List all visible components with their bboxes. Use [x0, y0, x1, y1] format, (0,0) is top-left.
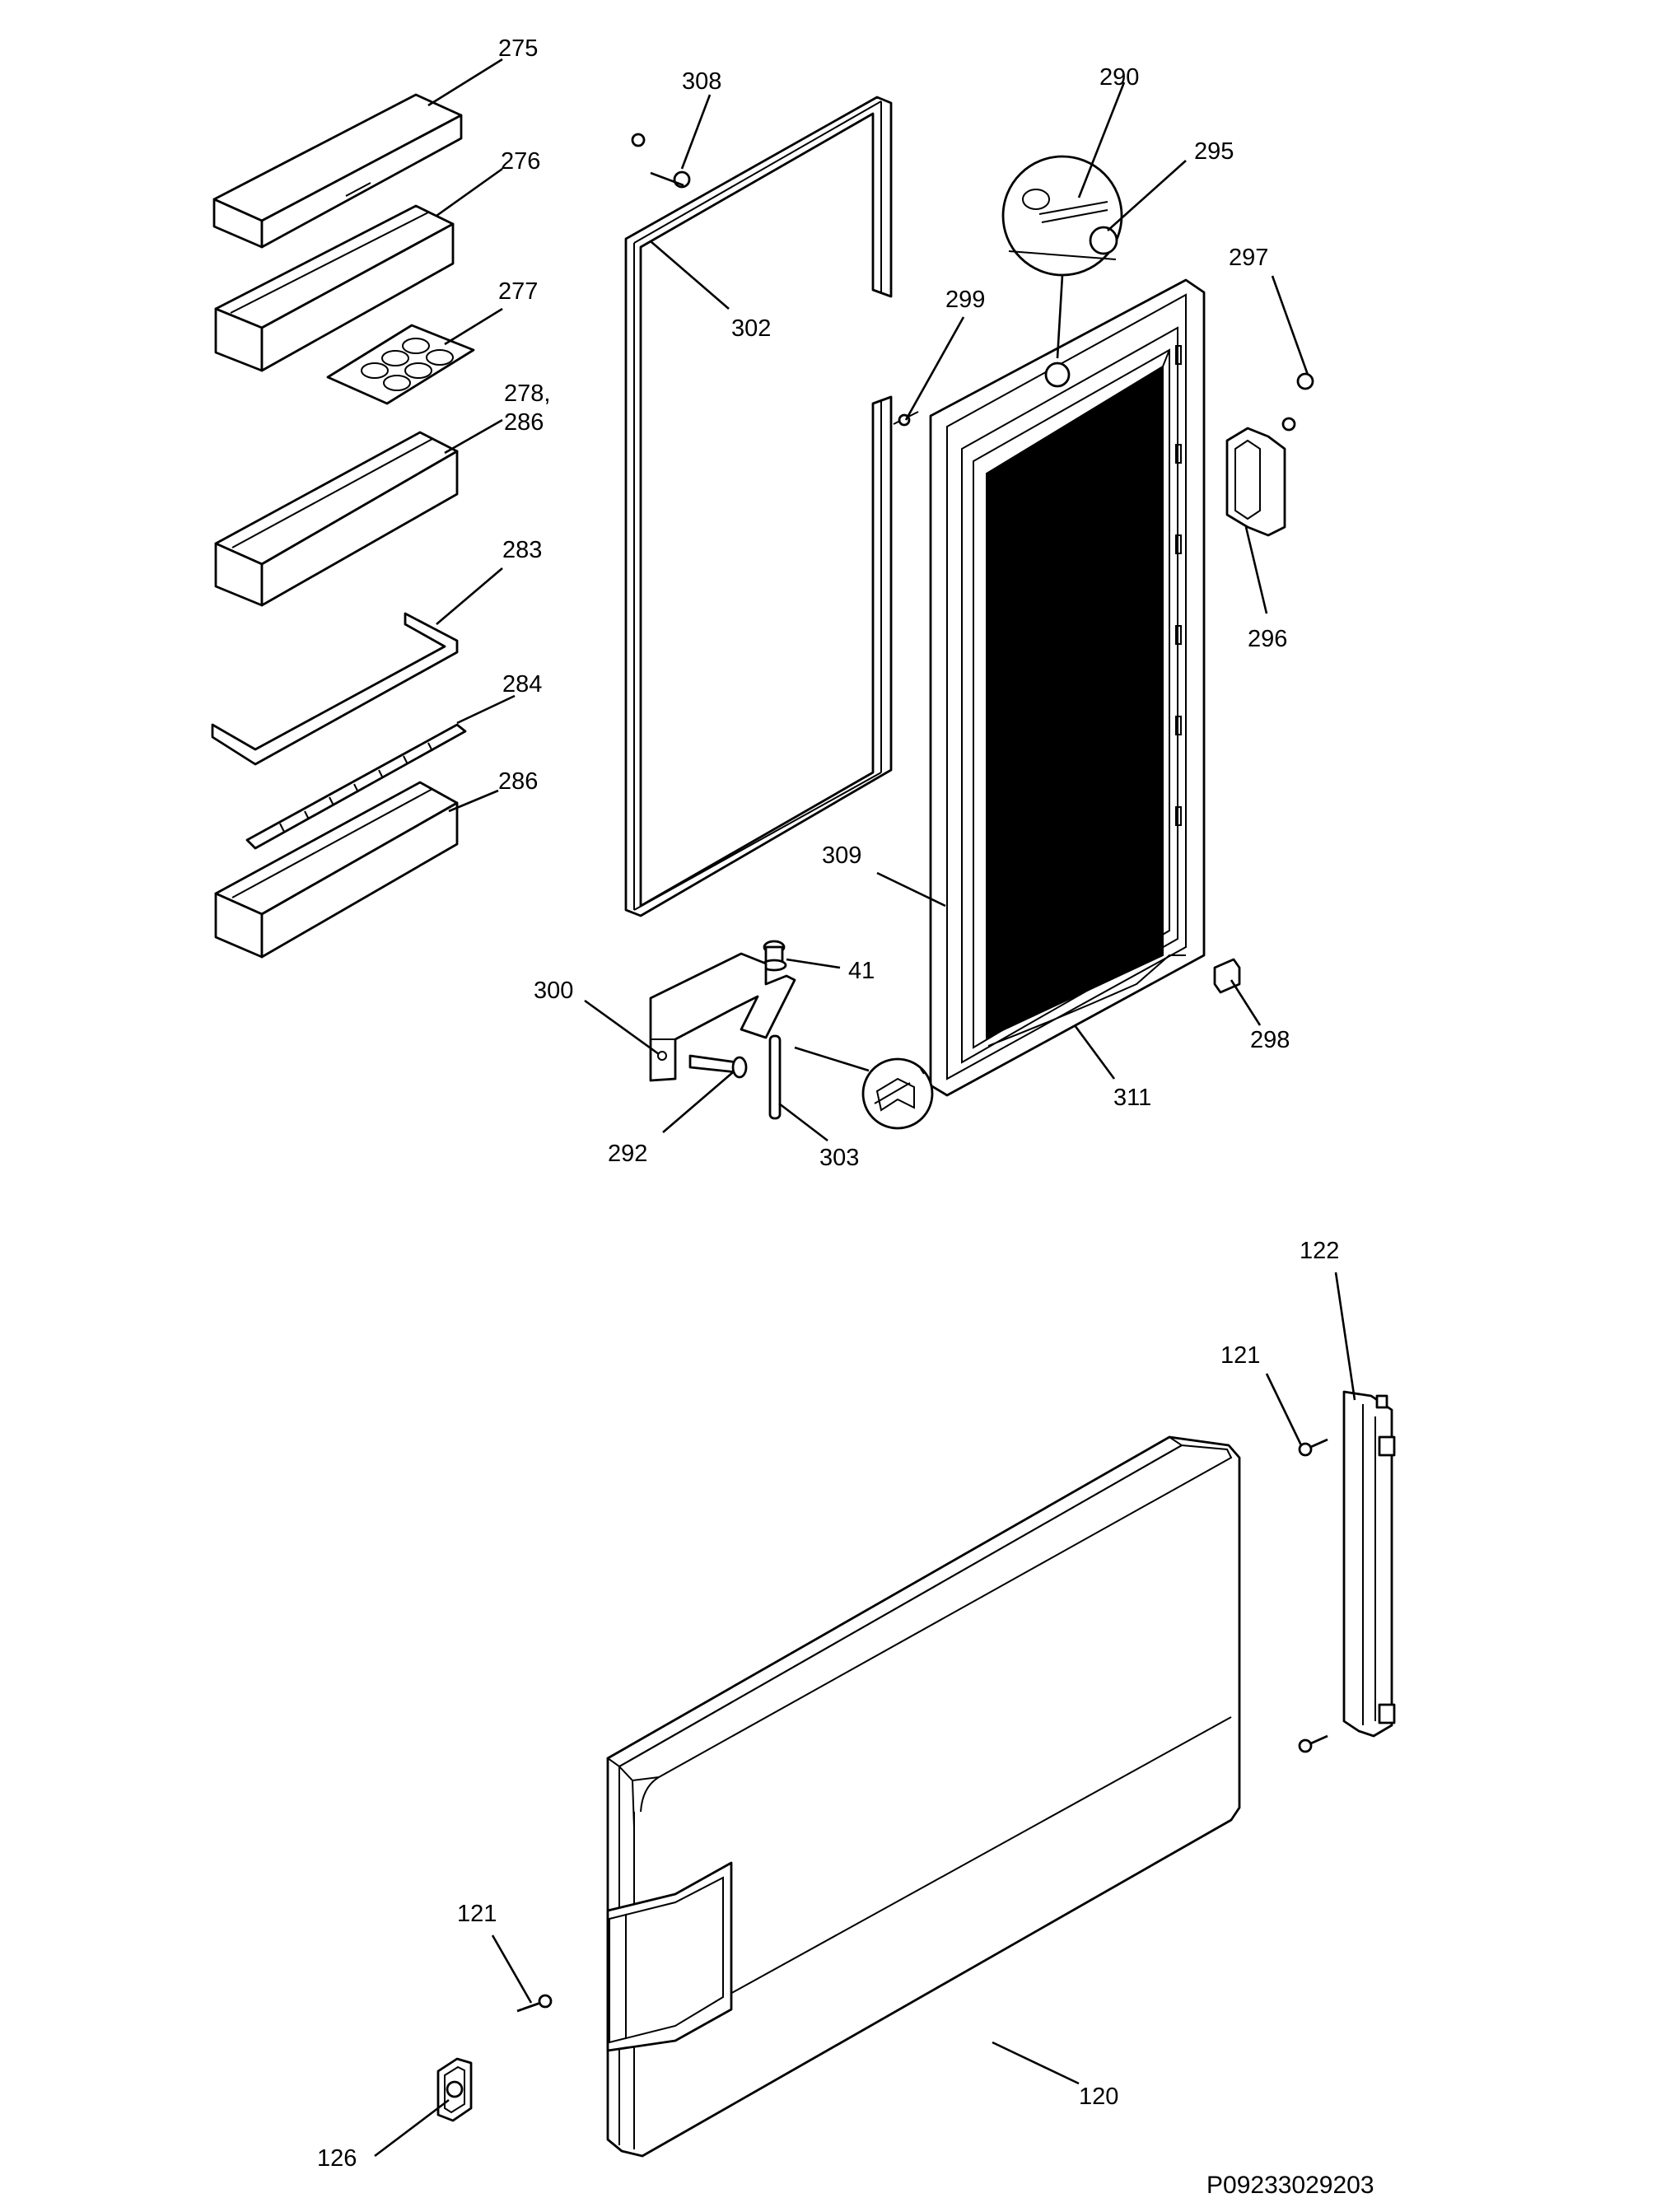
- part-309-upper-door: [929, 278, 1206, 1097]
- part-41-bushing: [761, 940, 787, 972]
- label-276: 276: [501, 148, 540, 175]
- label-121-left: 121: [457, 1901, 497, 1927]
- part-300-hinge: [649, 952, 796, 1082]
- part-284-divider: [245, 723, 467, 850]
- label-121-top: 121: [1220, 1342, 1260, 1369]
- label-126: 126: [317, 2145, 357, 2172]
- label-299: 299: [945, 287, 985, 313]
- part-302-gasket-frame: [624, 96, 893, 917]
- part-labels: 275 276 277 278, 286 283 284 286 308 302…: [317, 35, 1374, 2198]
- part-121-screw-left: [516, 1994, 553, 2013]
- label-290: 290: [1099, 64, 1139, 91]
- label-296: 296: [1248, 626, 1287, 652]
- label-278: 278,: [504, 380, 550, 407]
- part-121-screw-right-bottom: [1298, 1734, 1328, 1753]
- label-122: 122: [1300, 1238, 1339, 1264]
- part-121-screw-right-top: [1298, 1438, 1328, 1457]
- label-283: 283: [502, 537, 542, 563]
- label-277: 277: [498, 278, 538, 305]
- detail-303-callout: [861, 1057, 934, 1130]
- label-278-286: 286: [504, 409, 544, 436]
- label-303: 303: [819, 1145, 859, 1171]
- label-286: 286: [498, 768, 538, 795]
- part-296-door-handle: [1225, 427, 1286, 537]
- part-297-screw: [1281, 372, 1314, 432]
- part-120-lower-door: [606, 1435, 1241, 2158]
- part-277-egg-tray: [326, 324, 475, 405]
- label-302: 302: [731, 315, 771, 342]
- part-126-hinge-block: [436, 2057, 473, 2122]
- drawing-code: P09233029203: [1206, 2172, 1374, 2198]
- part-308-screw: [631, 133, 691, 189]
- label-300: 300: [534, 978, 573, 1004]
- label-298: 298: [1250, 1027, 1290, 1053]
- part-303-rod: [768, 1034, 782, 1120]
- label-41: 41: [848, 958, 875, 984]
- part-275-shelf-lid: [212, 93, 463, 249]
- label-297: 297: [1229, 245, 1268, 271]
- part-286-door-shelf: [214, 781, 459, 959]
- part-122-hinge-bar: [1342, 1390, 1396, 1738]
- label-309: 309: [822, 842, 861, 869]
- label-275: 275: [498, 35, 538, 62]
- label-120: 120: [1079, 2084, 1118, 2110]
- leader-lines: [374, 58, 1356, 2158]
- part-283-retaining-bar: [211, 612, 459, 766]
- label-308: 308: [682, 68, 721, 95]
- detail-290-295-callout: [1001, 155, 1123, 388]
- label-284: 284: [502, 671, 542, 698]
- label-292: 292: [608, 1141, 647, 1167]
- part-278-door-shelf: [214, 431, 459, 607]
- part-276-door-shelf: [214, 204, 455, 372]
- label-311: 311: [1113, 1085, 1151, 1111]
- label-295: 295: [1194, 138, 1234, 165]
- part-292-hinge-pin: [688, 1054, 748, 1079]
